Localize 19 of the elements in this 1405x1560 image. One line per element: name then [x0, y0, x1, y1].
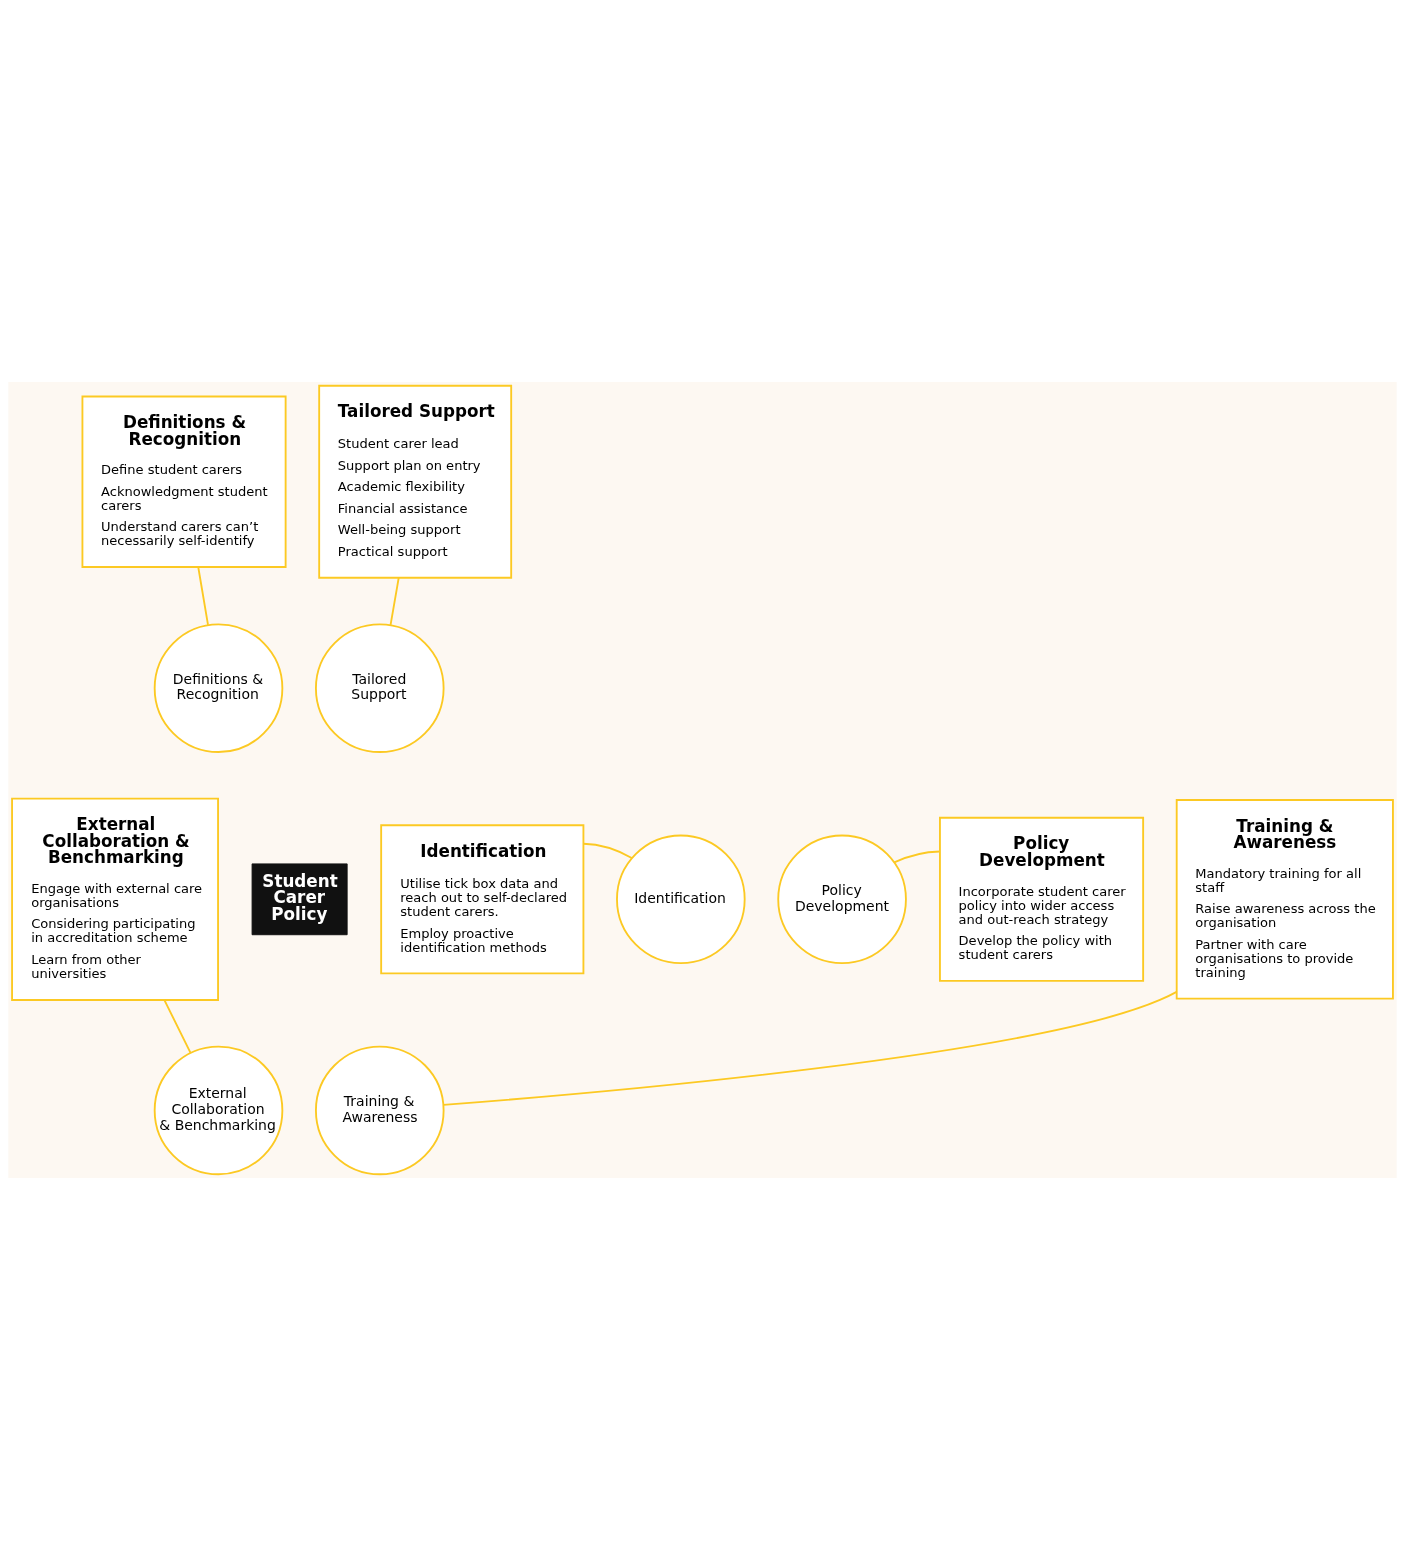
node-box: Student Carer Policy	[251, 863, 348, 936]
node-circle: Policy Development	[777, 834, 907, 965]
connector	[163, 999, 192, 1054]
node-circle: Definitions & Recognition	[153, 623, 284, 753]
node-box: Identification Utilise tick box data and reach out to self-declared student carers. Employ proactive identification methods	[380, 824, 585, 975]
connector	[197, 566, 209, 626]
node-circle: External Collaboration & Benchmarking	[153, 1045, 284, 1176]
connector	[893, 850, 941, 864]
node-box: Policy Development Incorporate student carer policy into wider access and out-reach strategy Develop the policy with student carers	[939, 816, 1145, 982]
node-circle: Tailored Support	[315, 623, 445, 753]
connector	[582, 842, 633, 859]
node-circle: Identification	[616, 834, 746, 965]
node-circle: Training & Awareness	[315, 1045, 445, 1176]
node-box: External Collaboration & Benchmarking Engage with external care organisations Considering participating in accreditation scheme Learn from other universities	[11, 797, 219, 1001]
node-box: Training & Awareness Mandatory training for all staff Raise awareness across the organisation Partner with care organisations to provide training	[1175, 799, 1394, 1000]
connector	[389, 576, 400, 627]
node-box: Definitions & Recognition Define student carers Acknowledgment student carers Understand carers can’t necessarily self-identify	[81, 395, 287, 568]
node-box: Tailored Support Student carer lead Support plan on entry Academic flexibility Financial assistance Well-being support Practical support	[318, 384, 513, 579]
connector	[442, 990, 1178, 1106]
